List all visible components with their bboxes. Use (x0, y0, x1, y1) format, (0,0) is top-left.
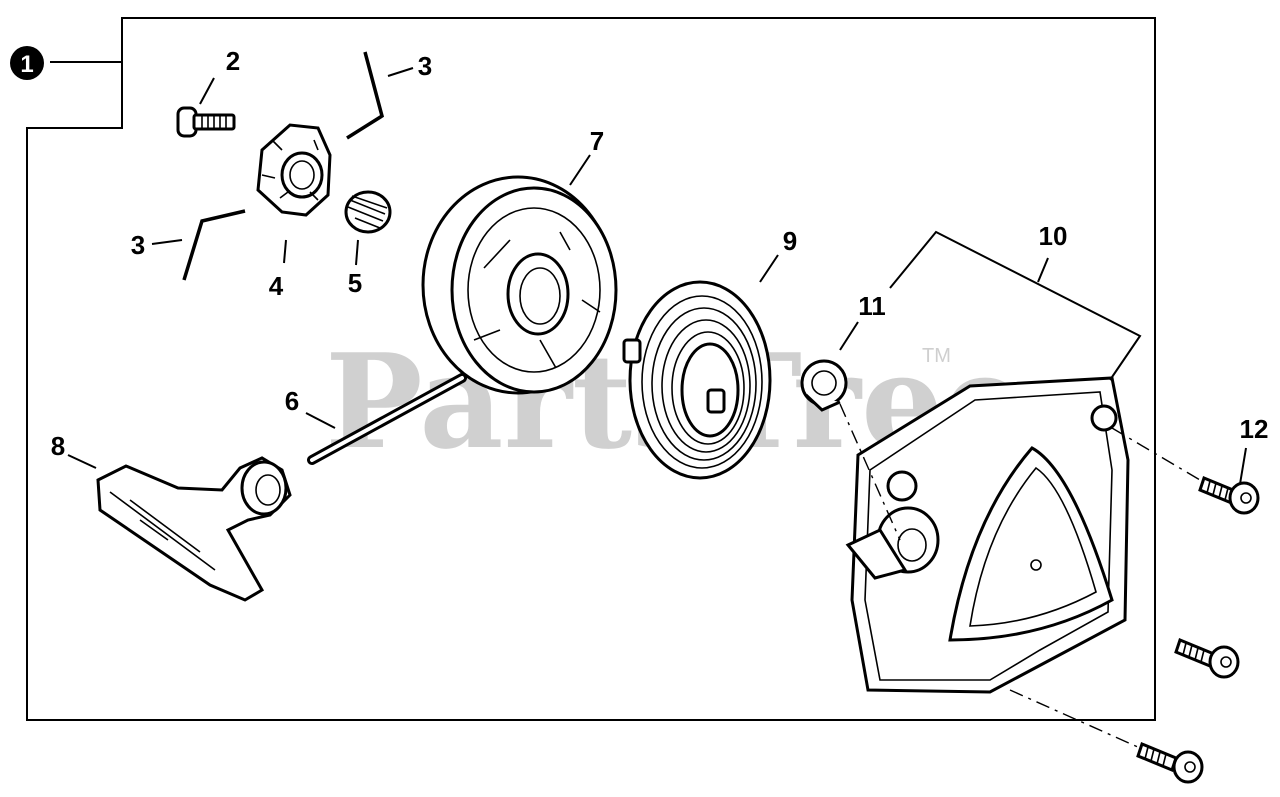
leader-line-5 (355, 239, 359, 266)
part-2-screw[interactable] (176, 106, 236, 138)
centerline-screw-3 (1009, 689, 1141, 749)
centerline-screw-1 (1111, 427, 1201, 481)
leader-line-8 (569, 154, 591, 186)
bracket-10 (889, 230, 1142, 381)
part-7-starter-handle[interactable] (96, 456, 292, 602)
leader-line-4 (283, 239, 287, 264)
part-3-wire-lower[interactable] (182, 209, 246, 281)
callout-11[interactable]: 11 (858, 291, 886, 321)
leader-line-12 (1239, 447, 1247, 485)
part-11-bushing[interactable] (800, 359, 848, 412)
leader-line-9 (759, 254, 779, 283)
centerline-bushing (839, 403, 901, 541)
callout-5[interactable]: 5 (348, 268, 362, 298)
callout-10[interactable]: 10 (1039, 221, 1068, 251)
leader-line-3a (387, 67, 414, 77)
part-10-starter-housing[interactable] (845, 376, 1130, 694)
callout-12[interactable]: 12 (1240, 414, 1269, 444)
callout-1-label: 1 (20, 51, 33, 78)
callout-3-upper[interactable]: 3 (418, 51, 432, 81)
leader-line-6 (305, 412, 336, 429)
leader-line-10 (1037, 257, 1049, 283)
part-3-wire-upper[interactable] (346, 51, 385, 140)
assembly-frame (26, 17, 1156, 721)
leader-line-11 (839, 321, 859, 351)
leader-line-3b (151, 239, 183, 245)
part-12-screw-3[interactable] (1136, 742, 1204, 784)
callout-2[interactable]: 2 (226, 46, 240, 76)
part-9-recoil-spring[interactable] (622, 280, 772, 480)
leader-line-7 (67, 454, 97, 469)
callout-9[interactable]: 9 (783, 226, 797, 256)
callout-4[interactable]: 4 (269, 271, 284, 301)
callout-8[interactable]: 7 (590, 126, 604, 156)
part-12-screw-1[interactable] (1198, 476, 1260, 515)
callout-6[interactable]: 6 (285, 386, 299, 416)
callout-7[interactable]: 8 (51, 431, 65, 461)
callout-1[interactable]: 1 (10, 46, 44, 80)
callout-3-lower[interactable]: 3 (131, 230, 145, 260)
part-12-screw-2[interactable] (1174, 638, 1240, 679)
watermark-trademark: TM (922, 345, 951, 367)
part-4-ratchet-hub[interactable] (256, 123, 332, 217)
leader-line-2 (199, 77, 215, 105)
part-6-rope[interactable] (307, 373, 467, 465)
part-5-spring[interactable] (344, 190, 392, 234)
part-8-pulley[interactable] (421, 175, 618, 395)
